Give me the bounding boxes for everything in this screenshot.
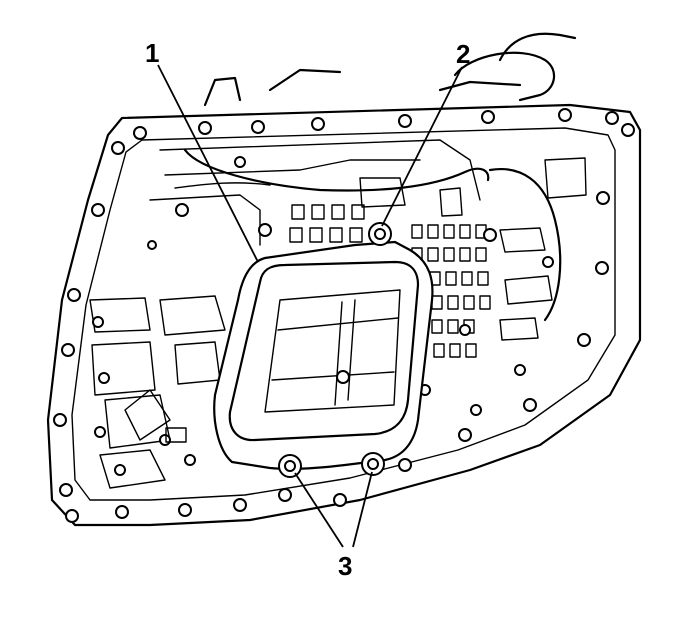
callout-leaders [157, 64, 463, 548]
leader-line-3b [352, 471, 373, 548]
leader-line-2 [381, 66, 463, 227]
upper-housing-fragment [203, 32, 577, 107]
filter-bolt-3-right [361, 452, 385, 476]
callout-label-2: 2 [456, 39, 470, 69]
valve-body [89, 139, 587, 489]
flange-bolt-holes [53, 108, 635, 523]
leader-line-3a [294, 472, 344, 548]
filter-bolt-3-left [278, 454, 302, 478]
pan-flange [46, 103, 642, 527]
filter-bolts [278, 222, 392, 478]
callout-label-1: 1 [145, 38, 159, 68]
port-grid [289, 204, 491, 358]
oil-filter-screen [213, 240, 434, 470]
callout-label-3: 3 [338, 551, 352, 581]
filter-bolt-2 [368, 222, 392, 246]
leader-line-1 [157, 64, 259, 263]
